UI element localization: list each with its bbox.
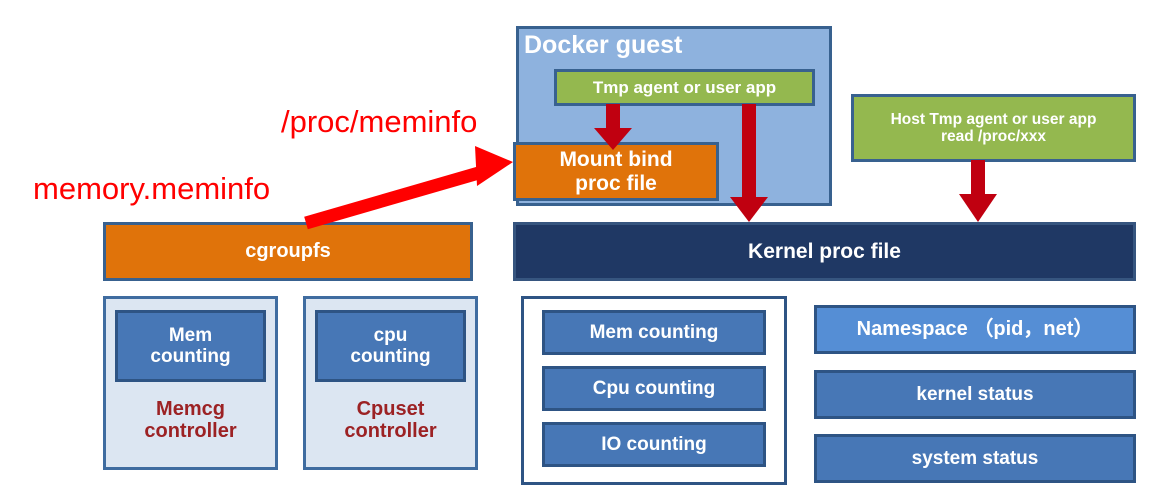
memcg-controller-label: Memcg controller [144,398,236,443]
host-agent-label-line1: Host Tmp agent or user app [890,110,1097,128]
system-status-label: system status [911,447,1039,469]
memory-meminfo-annotation: memory.meminfo [33,171,271,206]
mem-counting-line2: counting [150,346,231,367]
cpuset-controller-panel[interactable]: cpu counting Cpuset controller [303,296,478,470]
cpuset-controller-label: Cpuset controller [344,398,436,443]
kernel-cpu-counting-label: Cpu counting [592,377,716,399]
mem-counting-line1: Mem [168,324,213,346]
memcg-controller-line2: controller [144,420,237,443]
cgroupfs-label: cgroupfs [245,240,331,263]
host-agent-label-line2: read /proc/xxx [940,128,1047,145]
cpu-counting-box[interactable]: cpu counting [315,310,466,382]
mem-counting-label: Mem counting [150,325,230,368]
host-agent-label: Host Tmp agent or user app read /proc/xx… [891,111,1097,146]
kernel-io-counting-label: IO counting [601,433,707,455]
kernel-proc-file-bar[interactable]: Kernel proc file [513,222,1136,281]
cpuset-controller-line2: controller [344,420,437,443]
kernel-proc-file-label: Kernel proc file [748,239,901,263]
mem-counting-box[interactable]: Mem counting [115,310,266,382]
system-status-box[interactable]: system status [814,434,1136,483]
mount-bind-label-line2: proc file [575,171,657,195]
cpu-counting-line2: counting [350,346,431,367]
kernel-counting-panel: Mem counting Cpu counting IO counting [521,296,787,485]
kernel-mem-counting-box[interactable]: Mem counting [542,310,766,355]
memcg-controller-panel[interactable]: Mem counting Memcg controller [103,296,278,470]
cgroupfs-bar[interactable]: cgroupfs [103,222,473,281]
namespace-box[interactable]: Namespace （pid，net） [814,305,1136,354]
tmp-agent-box[interactable]: Tmp agent or user app [554,69,815,106]
mount-bind-label-line1: Mount bind [559,147,673,171]
cpuset-controller-line1: Cpuset [356,398,425,420]
arrow-host-agent-to-kernel-proc-icon [959,160,997,222]
tmp-agent-label: Tmp agent or user app [592,77,777,97]
cpu-counting-label: cpu counting [350,325,430,368]
proc-meminfo-annotation: /proc/meminfo [281,104,478,139]
kernel-cpu-counting-box[interactable]: Cpu counting [542,366,766,411]
cpu-counting-line1: cpu [373,324,408,346]
docker-guest-title: Docker guest [524,30,683,59]
memcg-controller-line1: Memcg [156,398,225,420]
host-tmp-agent-box[interactable]: Host Tmp agent or user app read /proc/xx… [851,94,1136,162]
arrow-cgroupfs-to-mount-bind-icon [304,146,513,230]
namespace-label: Namespace （pid，net） [856,318,1094,341]
mount-bind-proc-file-box[interactable]: Mount bind proc file [513,142,719,201]
kernel-mem-counting-label: Mem counting [589,321,719,343]
kernel-status-label: kernel status [916,383,1034,405]
kernel-io-counting-box[interactable]: IO counting [542,422,766,467]
mount-bind-label: Mount bind proc file [559,148,672,195]
kernel-status-box[interactable]: kernel status [814,370,1136,419]
